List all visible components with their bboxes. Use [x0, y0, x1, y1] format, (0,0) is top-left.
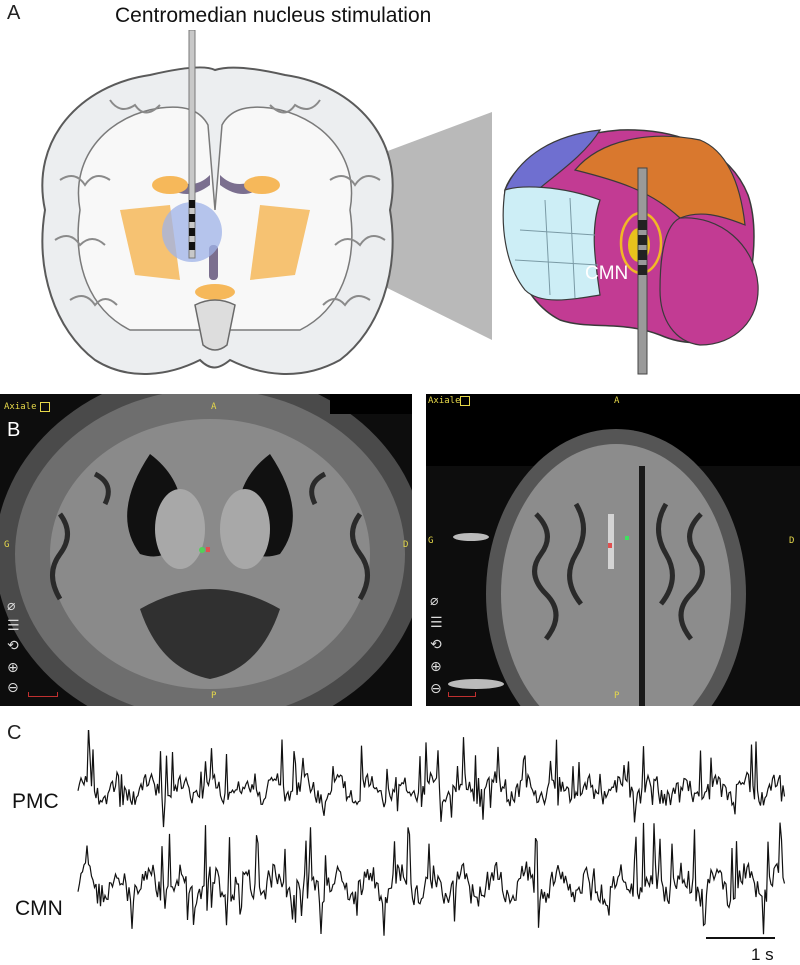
mri-right-posterior: P — [614, 691, 620, 701]
mri-left-posterior: P — [211, 691, 217, 701]
zoom-out-icon[interactable]: ⊖ — [7, 680, 19, 696]
rotate-icon[interactable]: ⟲ — [430, 637, 442, 653]
thalamus-illustration — [502, 129, 759, 375]
mri-right-view-label: Axiale — [428, 396, 461, 406]
mri-left-side-d: D — [403, 540, 409, 550]
electrode-lead — [188, 30, 196, 259]
mri-right-side-g: G — [428, 536, 434, 546]
zoom-out-icon[interactable]: ⊖ — [430, 681, 442, 697]
paperclip-icon[interactable]: ⌀ — [7, 598, 16, 614]
mri-right-side-d: D — [789, 536, 795, 546]
mri-right-anterior: A — [614, 396, 620, 406]
cmn-eeg-trace — [77, 822, 786, 936]
panel-a-title: Centromedian nucleus stimulation — [115, 4, 432, 27]
eeg-traces — [77, 730, 786, 939]
coronal-brain-section — [41, 30, 394, 375]
panel-a-letter: A — [7, 2, 21, 24]
zoom-in-icon[interactable]: ⊕ — [7, 660, 19, 676]
dropdown-icon[interactable] — [460, 396, 470, 406]
scale-ruler-icon — [448, 692, 476, 697]
time-scale-label: 1 s — [751, 945, 774, 964]
mri-left-view-label: Axiale — [4, 402, 37, 412]
trace-label-pmc: PMC — [12, 790, 59, 813]
panel-c-letter: C — [7, 722, 22, 744]
mri-left-image — [0, 394, 412, 706]
trace-label-cmn: CMN — [15, 897, 63, 920]
paperclip-icon[interactable]: ⌀ — [430, 593, 439, 609]
mri-left-side-g: G — [4, 540, 10, 550]
mri-left-anterior: A — [211, 402, 217, 412]
panel-b-letter: B — [7, 419, 21, 441]
dropdown-icon[interactable] — [40, 402, 50, 412]
mri-right-image — [426, 394, 800, 706]
cmn-label: CMN — [585, 263, 629, 284]
mri-view-left[interactable]: Axiale A P G D ⌀ ☰ ⟲ ⊕ ⊖ B — [0, 394, 412, 706]
scale-ruler-icon — [28, 692, 58, 697]
panel-a-illustration — [41, 30, 759, 375]
list-icon[interactable]: ☰ — [7, 618, 20, 634]
zoom-in-icon[interactable]: ⊕ — [430, 659, 442, 675]
mri-view-right[interactable]: Axiale A P G D ⌀ ☰ ⟲ ⊕ ⊖ — [426, 394, 800, 706]
rotate-icon[interactable]: ⟲ — [7, 638, 19, 654]
pmc-eeg-trace — [77, 730, 786, 828]
list-icon[interactable]: ☰ — [430, 615, 443, 631]
